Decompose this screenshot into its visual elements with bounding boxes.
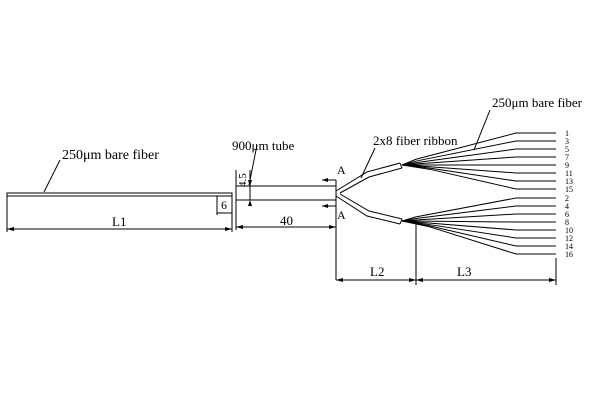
forty-arrow-right <box>329 225 336 229</box>
tube-label: 900μm tube <box>232 138 294 153</box>
fiber-number-8: 8 <box>565 218 569 227</box>
fiber-number-6: 6 <box>565 210 569 219</box>
fiber-15 <box>401 164 556 190</box>
fiber-fanout <box>401 132 556 255</box>
fiber-7 <box>401 156 556 166</box>
section-label-bottom: A <box>337 208 346 222</box>
dim-l3: L3 <box>457 264 471 279</box>
fiber-6 <box>401 213 556 222</box>
dim-six: 6 <box>221 198 227 212</box>
fiber-1 <box>401 132 556 166</box>
fiber-2 <box>401 197 556 222</box>
fiber-number-15: 15 <box>565 185 573 194</box>
left-fiber-leader <box>43 159 61 193</box>
right-fiber-leader <box>473 109 491 151</box>
fiber-number-12: 12 <box>565 234 573 243</box>
fiber-10 <box>401 220 556 231</box>
ribbon-label: 2x8 fiber ribbon <box>373 133 458 148</box>
fiber-4 <box>401 205 556 222</box>
tube-body <box>235 185 337 201</box>
fiber-number-16: 16 <box>565 250 573 259</box>
left-bare-fiber <box>6 192 233 197</box>
fiber-number-5: 5 <box>565 145 569 154</box>
fiber-number-4: 4 <box>565 202 569 211</box>
fiber-number-7: 7 <box>565 153 569 162</box>
geometry <box>6 109 557 285</box>
fiber-number-14: 14 <box>565 242 573 251</box>
fiber-number-13: 13 <box>565 177 573 186</box>
dim-four-five: 4.5 <box>237 173 249 187</box>
arrowheads <box>7 178 556 282</box>
forty-arrow-left <box>236 225 243 229</box>
bare-fiber-right-label: 250μm bare fiber <box>492 95 583 110</box>
ribbon-lower-edge-b <box>339 193 403 220</box>
four-five-arrow-down <box>248 180 252 186</box>
ribbon-lower-edge-a <box>335 195 401 225</box>
fiber-5 <box>401 148 556 166</box>
fiber-16 <box>401 220 556 255</box>
tube-leader <box>248 144 258 186</box>
fiber-number-3: 3 <box>565 137 569 146</box>
section-label-top: A <box>337 163 346 177</box>
dim-forty: 40 <box>280 213 293 228</box>
ribbon-upper-edge-a <box>335 162 401 192</box>
dim-l1: L1 <box>112 214 126 229</box>
fiber-11 <box>401 164 556 174</box>
l1-arrow-right <box>225 227 232 231</box>
fiber-8 <box>401 220 556 223</box>
l1-arrow-left <box>7 227 14 231</box>
l3-arrow-left <box>416 278 423 282</box>
section-arrowhead-top <box>322 178 328 182</box>
fiber-13 <box>401 164 556 182</box>
fiber-number-2: 2 <box>565 194 569 203</box>
fiber-12 <box>401 220 556 239</box>
ribbon-lower-end <box>399 218 403 225</box>
four-five-arrow-up <box>248 200 252 206</box>
fiber-3 <box>401 140 556 166</box>
l2-arrow-right <box>409 278 416 282</box>
bare-fiber-left-label: 250μm bare fiber <box>62 148 159 163</box>
ribbon-upper-end <box>399 162 403 169</box>
dim-l2: L2 <box>370 264 384 279</box>
fiber-number-9: 9 <box>565 161 569 170</box>
ribbon-upper-edge-b <box>339 167 403 194</box>
l2-arrow-left <box>336 278 343 282</box>
section-arrowhead-bottom <box>322 204 328 208</box>
l3-arrow-right <box>549 278 556 282</box>
ribbon-leader <box>360 147 376 179</box>
fiber-number-11: 11 <box>565 169 573 178</box>
fiber-number-10: 10 <box>565 226 573 235</box>
fiber-number-1: 1 <box>565 129 569 138</box>
